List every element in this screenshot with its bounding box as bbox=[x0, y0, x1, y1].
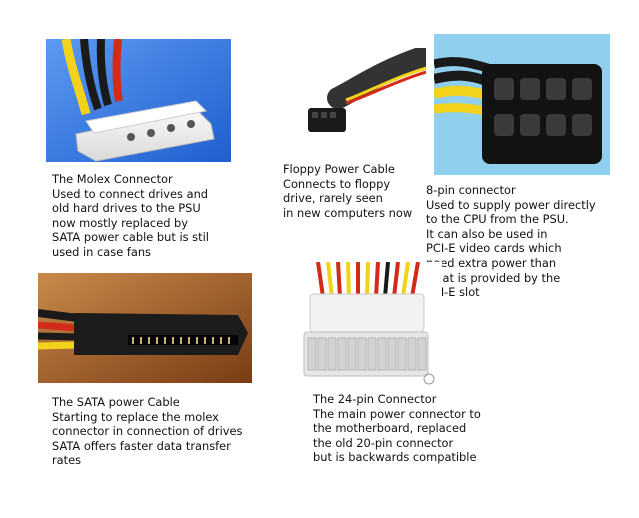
caption-line: connector in connection of drives bbox=[52, 424, 243, 439]
caption-line: what is provided by the bbox=[426, 270, 561, 285]
caption-line: old hard drives to the PSU bbox=[52, 201, 201, 216]
molex-caption: The Molex Connector Used to connect driv… bbox=[52, 172, 209, 260]
caption-line: SATA offers faster data transfer bbox=[52, 438, 231, 453]
caption-line: in new computers now bbox=[283, 205, 413, 220]
8-pin-caption: 8-pin connector Used to supply power dir… bbox=[426, 183, 596, 300]
caption-line: PCI-E video cards which bbox=[426, 241, 562, 256]
caption-line: the motherboard, replaced bbox=[313, 421, 467, 436]
caption-line: Used to connect drives and bbox=[52, 186, 209, 201]
caption-line: SATA power cable but is stil bbox=[52, 230, 209, 245]
8-pin-connector-photo bbox=[434, 34, 610, 175]
caption-line: Connects to floppy bbox=[283, 176, 391, 191]
caption-line: now mostly replaced by bbox=[52, 215, 189, 230]
8-pin-connector-illustration bbox=[434, 34, 610, 175]
caption-line: PCI-E slot bbox=[426, 285, 480, 300]
caption-line: but is backwards compatible bbox=[313, 450, 477, 465]
caption-line: The SATA power Cable bbox=[52, 395, 180, 409]
caption-line: The 24-pin Connector bbox=[313, 392, 437, 406]
caption-line: used in case fans bbox=[52, 244, 151, 259]
caption-line: need extra power than bbox=[426, 255, 557, 270]
caption-line: The Molex Connector bbox=[52, 172, 173, 186]
caption-line: 8-pin connector bbox=[426, 183, 516, 197]
24-pin-connector-photo bbox=[298, 262, 442, 386]
floppy-caption: Floppy Power Cable Connects to floppy dr… bbox=[283, 162, 412, 220]
caption-line: rates bbox=[52, 453, 82, 468]
caption-line: Starting to replace the molex bbox=[52, 409, 219, 424]
caption-line: It can also be used in bbox=[426, 226, 548, 241]
floppy-cable-illustration bbox=[298, 48, 426, 138]
caption-line: drive, rarely seen bbox=[283, 191, 383, 206]
caption-line: Used to supply power directly bbox=[426, 197, 596, 212]
sata-power-cable-photo bbox=[38, 273, 252, 383]
24-pin-connector-illustration bbox=[298, 262, 442, 386]
24-pin-caption: The 24-pin Connector The main power conn… bbox=[313, 392, 481, 465]
caption-line: The main power connector to bbox=[313, 406, 481, 421]
caption-line: the old 20-pin connector bbox=[313, 435, 454, 450]
caption-line: to the CPU from the PSU. bbox=[426, 212, 569, 227]
molex-connector-photo bbox=[46, 39, 231, 162]
caption-line: Floppy Power Cable bbox=[283, 162, 395, 176]
molex-connector-illustration bbox=[46, 39, 231, 162]
sata-caption: The SATA power Cable Starting to replace… bbox=[52, 395, 242, 468]
sata-cable-illustration bbox=[38, 273, 252, 383]
floppy-power-cable-photo bbox=[298, 48, 426, 138]
